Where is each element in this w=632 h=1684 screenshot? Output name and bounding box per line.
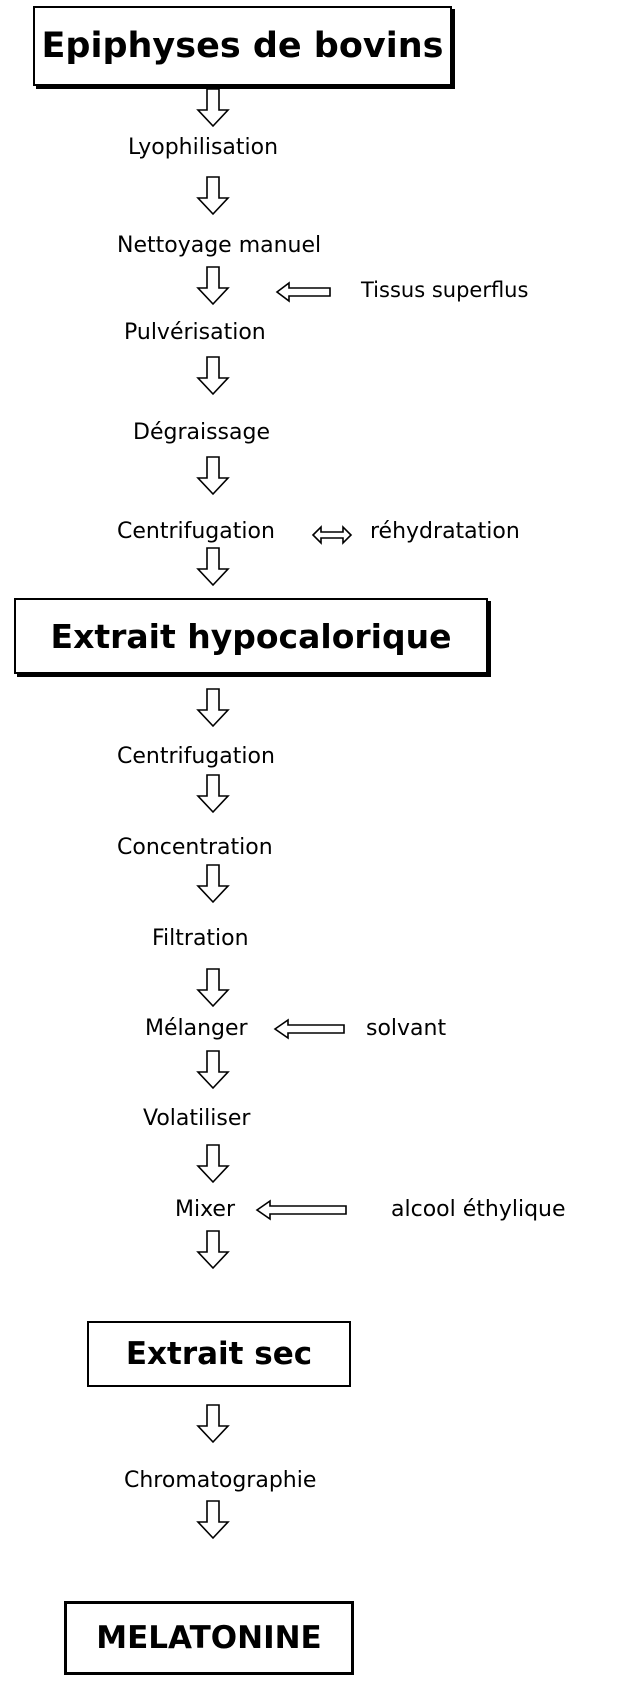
step-chromatographie: Chromatographie bbox=[124, 1468, 317, 1493]
down-arrow-icon bbox=[196, 1230, 230, 1270]
down-arrow-icon bbox=[196, 547, 230, 587]
down-arrow-icon bbox=[196, 1050, 230, 1090]
double-arrow-icon bbox=[311, 525, 353, 545]
step-degraissage: Dégraissage bbox=[133, 420, 270, 445]
down-arrow-icon bbox=[196, 1144, 230, 1184]
step-mixer: Mixer bbox=[175, 1197, 236, 1222]
box-extrait-sec-label: Extrait sec bbox=[125, 1336, 313, 1372]
box-extrait-hypocalorique-label: Extrait hypocalorique bbox=[50, 616, 452, 656]
box-melatonine-label: MELATONINE bbox=[96, 1620, 322, 1656]
down-arrow-icon bbox=[196, 266, 230, 306]
down-arrow-icon bbox=[196, 356, 230, 396]
box-extrait-hypocalorique: Extrait hypocalorique bbox=[14, 598, 488, 674]
input-solvant: solvant bbox=[366, 1016, 447, 1041]
down-arrow-icon bbox=[196, 864, 230, 904]
down-arrow-icon bbox=[196, 968, 230, 1008]
box-melatonine: MELATONINE bbox=[64, 1601, 354, 1675]
step-nettoyage-manuel: Nettoyage manuel bbox=[117, 233, 322, 258]
down-arrow-icon bbox=[196, 774, 230, 814]
step-pulverisation: Pulvérisation bbox=[124, 320, 266, 345]
step-centrifugation-2: Centrifugation bbox=[117, 744, 275, 769]
left-arrow-icon bbox=[273, 1018, 345, 1040]
step-filtration: Filtration bbox=[152, 926, 249, 951]
box-extrait-sec: Extrait sec bbox=[87, 1321, 351, 1387]
down-arrow-icon bbox=[196, 88, 230, 128]
input-tissus-superflus: Tissus superflus bbox=[361, 278, 529, 302]
step-concentration: Concentration bbox=[117, 835, 273, 860]
step-centrifugation-1: Centrifugation bbox=[117, 519, 275, 544]
input-rehydratation: réhydratation bbox=[370, 519, 520, 544]
step-melanger: Mélanger bbox=[145, 1016, 248, 1041]
step-volatiliser: Volatiliser bbox=[143, 1106, 251, 1131]
down-arrow-icon bbox=[196, 176, 230, 216]
box-epiphyses-label: Epiphyses de bovins bbox=[41, 26, 444, 66]
left-arrow-icon bbox=[275, 281, 331, 303]
down-arrow-icon bbox=[196, 1500, 230, 1540]
down-arrow-icon bbox=[196, 688, 230, 728]
step-lyophilisation: Lyophilisation bbox=[128, 135, 279, 160]
input-alcool-ethylique: alcool éthylique bbox=[391, 1197, 566, 1222]
down-arrow-icon bbox=[196, 456, 230, 496]
down-arrow-icon bbox=[196, 1404, 230, 1444]
left-arrow-icon bbox=[255, 1199, 347, 1221]
box-epiphyses-de-bovins: Epiphyses de bovins bbox=[33, 6, 452, 86]
